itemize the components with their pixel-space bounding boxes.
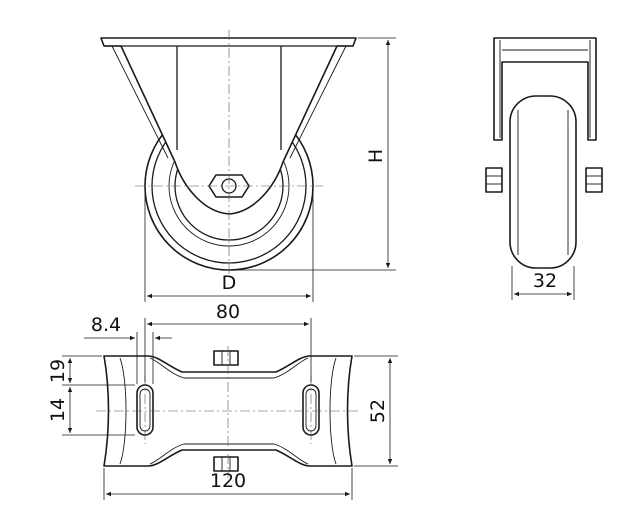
side-axle-nut-left [485, 167, 503, 193]
dimension-plate-length-label: 120 [210, 470, 246, 492]
dimension-height-label: H [365, 149, 387, 163]
dimension-plate-width-label: 52 [367, 399, 389, 423]
fork-edge-right [289, 45, 347, 159]
top-axle-nut-bottom [213, 456, 239, 472]
dimension-hole-spacing-label: 80 [216, 301, 240, 323]
top-plate-rib-left [119, 357, 127, 465]
mounting-slot-right [302, 384, 320, 436]
side-fork-body [493, 37, 597, 141]
top-plate-inner-top [149, 357, 309, 379]
fork-edge-left [111, 45, 169, 159]
top-plate-inner-bottom [149, 443, 309, 465]
dimension-width-label: 32 [533, 270, 557, 292]
side-axle-nut-right [585, 167, 603, 193]
dimension-hole-offset-label: 8.4 [91, 314, 121, 336]
dimension-edge-offset-label: 19 [47, 359, 69, 383]
top-axle-nut-top [213, 350, 239, 366]
dimension-diameter-label: D [222, 272, 237, 294]
top-view: 80 8.4 120 52 19 14 [47, 301, 398, 500]
side-wheel [509, 95, 577, 269]
mounting-slot-left [136, 384, 154, 436]
side-view: 32 [485, 37, 603, 300]
dimension-slot-length-label: 14 [47, 398, 69, 422]
front-view: H D [100, 30, 396, 302]
